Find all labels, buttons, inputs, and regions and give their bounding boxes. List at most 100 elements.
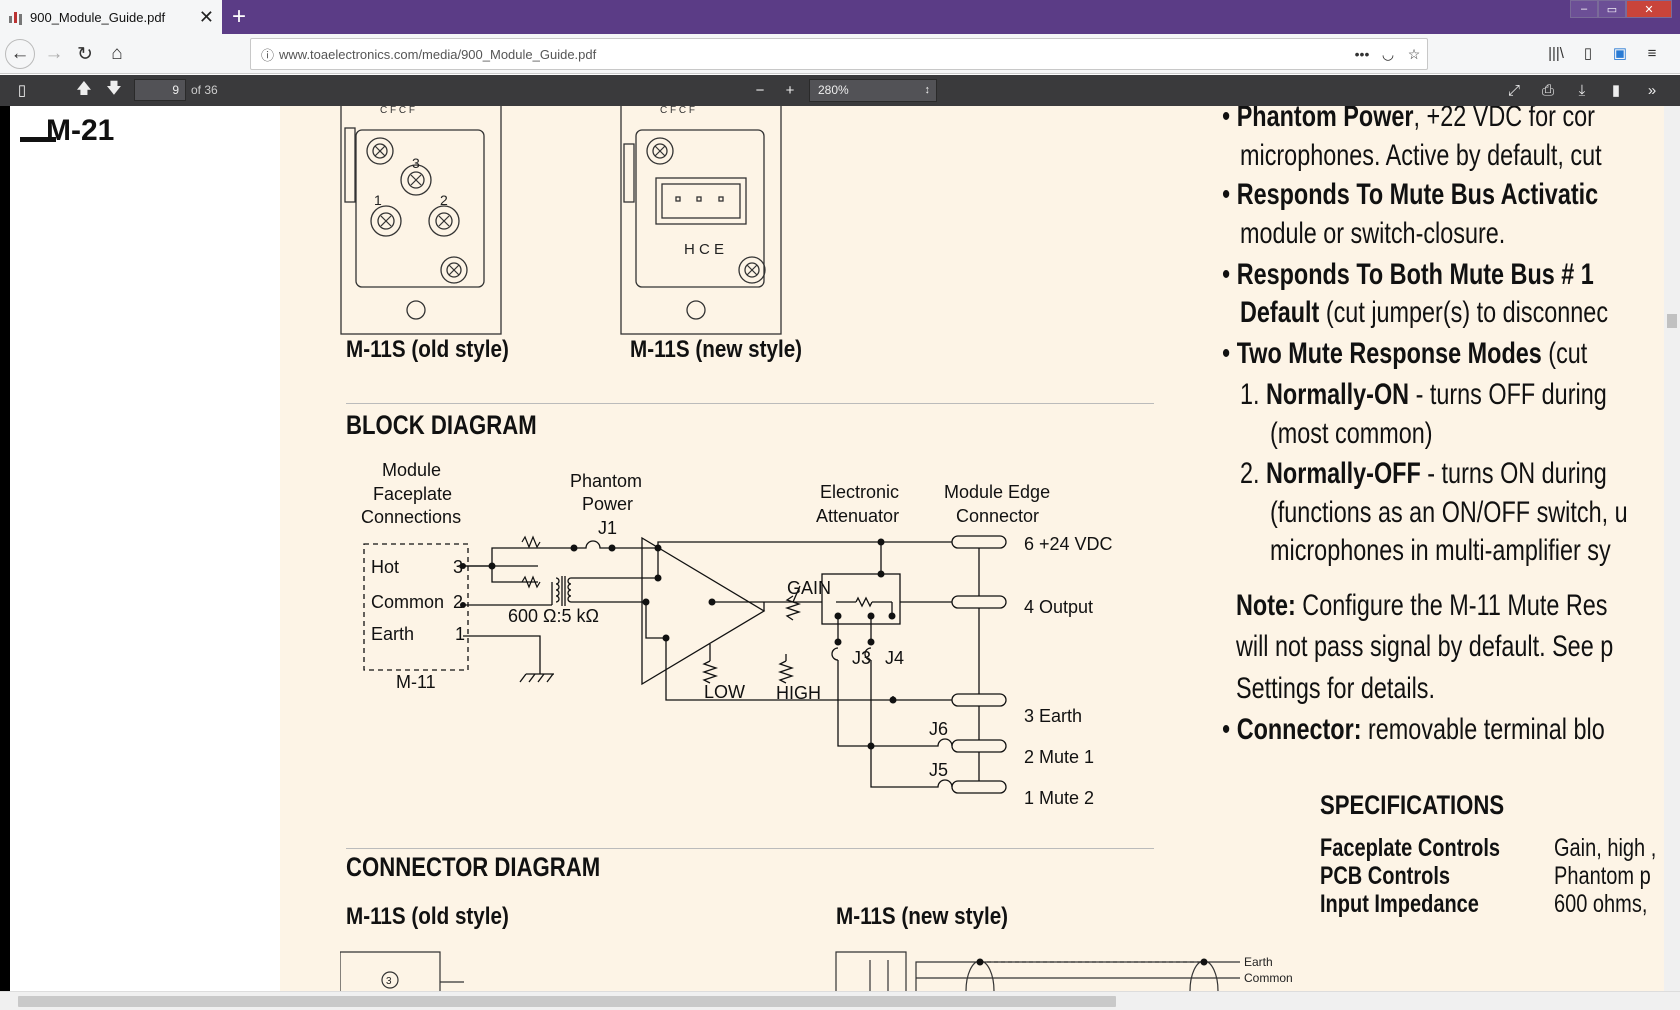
hce-labels: H C E <box>684 241 724 258</box>
pin2-label: 2 <box>453 592 463 612</box>
feature-both-mute-line2: Default (cut jumper(s) to disconnec <box>1240 296 1609 329</box>
vertical-scroll-thumb[interactable] <box>1667 314 1677 328</box>
tools-icon[interactable]: » <box>1647 81 1657 99</box>
left-gutter <box>0 106 10 991</box>
library-icon[interactable]: |||\ <box>1548 45 1564 62</box>
feature-mute-bus-line2: module or switch-closure. <box>1240 217 1506 250</box>
block-diagram-heading: BLOCK DIAGRAM <box>346 410 537 440</box>
site-info-icon[interactable]: ⓘ <box>261 47 275 63</box>
m11-label: M-11 <box>396 672 436 692</box>
divider-2 <box>346 848 1154 849</box>
old-pin-1: 1 <box>374 192 382 208</box>
j3-label: J3 <box>852 648 871 668</box>
j5-label: J5 <box>929 760 948 780</box>
maximize-icon[interactable]: ▭ <box>1598 0 1626 18</box>
connector-common-label: Common <box>1244 971 1293 985</box>
edge-label-1: Module Edge <box>944 482 1050 502</box>
faceplate-drawings: C F C F C F C F 3 1 2 H C E <box>340 106 782 335</box>
feature-phantom-line2: microphones. Active by default, cut <box>1240 139 1602 172</box>
note-line2: will not pass signal by default. See p <box>1236 630 1614 663</box>
spec-value: 600 ohms, <box>1554 890 1648 918</box>
gain-label: GAIN <box>787 578 831 598</box>
earth-label: Earth <box>371 624 414 644</box>
connector-diagram: 3 Earth Common <box>340 951 1293 991</box>
previous-page-icon[interactable]: 🡅 <box>76 79 92 97</box>
pdf-favicon-icon <box>8 9 24 25</box>
print-icon[interactable]: ⎙ <box>1541 81 1554 99</box>
new-tab-icon[interactable]: + <box>232 3 247 30</box>
navigation-bar: ← → ↻ ⌂ ⓘ www.toaelectronics.com/media/9… <box>0 34 1680 74</box>
section-marker <box>20 137 56 142</box>
output-pin-4: 4 Output <box>1024 597 1093 617</box>
pdf-viewer[interactable]: M-21 <box>0 106 1680 991</box>
pocket-icon[interactable]: ◡ <box>1381 45 1395 62</box>
sidebar-toggle-icon[interactable]: ▯ <box>1583 45 1593 62</box>
window-controls: – ▭ ✕ <box>1570 0 1672 18</box>
tab-title: 900_Module_Guide.pdf <box>30 9 166 25</box>
page-actions-icon[interactable]: ••• <box>1354 46 1370 62</box>
note-line3: Settings for details. <box>1236 672 1436 705</box>
next-page-icon[interactable]: 🡇 <box>106 79 122 97</box>
sync-icon[interactable]: ▣ <box>1612 45 1628 62</box>
output-pin-2: 2 Mute 1 <box>1024 747 1094 767</box>
feature-response-modes: • Two Mute Response Modes (cut <box>1222 337 1588 370</box>
horizontal-scroll-thumb[interactable] <box>18 996 1116 1007</box>
connector-earth-label: Earth <box>1244 955 1273 969</box>
browser-titlebar: 900_Module_Guide.pdf ✕ + – ▭ ✕ <box>0 0 1680 34</box>
tab-pdf[interactable]: 900_Module_Guide.pdf ✕ <box>0 0 222 34</box>
reload-icon[interactable]: ↻ <box>77 43 93 65</box>
faceplate-new-caption: M-11S (new style) <box>630 336 803 363</box>
atten-label-1: Electronic <box>820 482 899 502</box>
forward-icon[interactable]: → <box>44 43 64 64</box>
menu-icon[interactable]: ≡ <box>1647 45 1657 62</box>
vertical-scrollbar[interactable] <box>1664 106 1680 991</box>
specifications-heading: SPECIFICATIONS <box>1320 790 1505 820</box>
block-diagram: Module Faceplate Connections Phantom Pow… <box>361 460 1113 808</box>
low-label: LOW <box>704 682 745 702</box>
mode-normally-off-line2: (functions as an ON/OFF switch, u <box>1270 496 1628 529</box>
zoom-out-icon[interactable]: − <box>755 81 765 99</box>
tab-close-icon[interactable]: ✕ <box>198 7 214 27</box>
spec-label: Input Impedance <box>1320 890 1479 918</box>
zoom-in-icon[interactable]: + <box>785 81 795 99</box>
mode-normally-off: 2. Normally-OFF - turns ON during <box>1240 457 1607 490</box>
faceplate-old-caption: M-11S (old style) <box>346 336 509 363</box>
spec-label: Faceplate Controls <box>1320 834 1501 862</box>
pin1-label: 1 <box>455 624 465 644</box>
output-pin-1: 1 Mute 2 <box>1024 788 1094 808</box>
window-close-icon[interactable]: ✕ <box>1626 0 1672 18</box>
spec-value: Gain, high , <box>1554 834 1657 862</box>
note-text: Note: Configure the M-11 Mute Res <box>1236 589 1608 622</box>
home-icon[interactable]: ⌂ <box>111 43 123 64</box>
section-label: M-21 <box>46 114 115 147</box>
mode-normally-on-line2: (most common) <box>1270 417 1433 450</box>
faceplate-label-1: Module <box>382 460 441 480</box>
minimize-icon[interactable]: – <box>1570 0 1598 18</box>
phantom-label-1: Phantom <box>570 471 642 491</box>
atten-label-2: Attenuator <box>816 506 899 526</box>
transformer-ratio: 600 Ω:5 kΩ <box>508 606 599 626</box>
pdf-sidebar-icon[interactable]: ▯ <box>17 82 27 99</box>
common-label: Common <box>371 592 444 612</box>
j4-label: J4 <box>885 648 904 668</box>
faceplate-label-3: Connections <box>361 507 461 527</box>
zoom-select[interactable]: 280% <box>809 79 937 102</box>
back-icon[interactable]: ← <box>5 39 35 69</box>
feature-phantom: • Phantom Power, +22 VDC for cor <box>1222 106 1595 133</box>
page-number-input[interactable]: 9 <box>134 79 186 101</box>
url-bar[interactable]: ⓘ www.toaelectronics.com/media/900_Modul… <box>250 38 1428 70</box>
connector-old-caption: M-11S (old style) <box>346 903 509 930</box>
edge-label-2: Connector <box>956 506 1039 526</box>
download-icon[interactable]: ⤓ <box>1578 81 1586 99</box>
mode-normally-on: 1. Normally-ON - turns OFF during <box>1240 378 1607 411</box>
feature-connector: • Connector: removable terminal blo <box>1222 713 1605 746</box>
presentation-mode-icon[interactable]: ⤢ <box>1507 81 1520 99</box>
bookmark-icon[interactable]: ▮ <box>1611 82 1621 99</box>
output-pin-3: 3 Earth <box>1024 706 1082 726</box>
old-pin-3: 3 <box>412 155 420 171</box>
j6-label: J6 <box>929 719 948 739</box>
horizontal-scrollbar[interactable] <box>0 991 1680 1010</box>
output-pin-6: 6 +24 VDC <box>1024 534 1113 554</box>
spec-label: PCB Controls <box>1320 862 1450 890</box>
bookmark-star-icon[interactable]: ☆ <box>1407 45 1421 62</box>
